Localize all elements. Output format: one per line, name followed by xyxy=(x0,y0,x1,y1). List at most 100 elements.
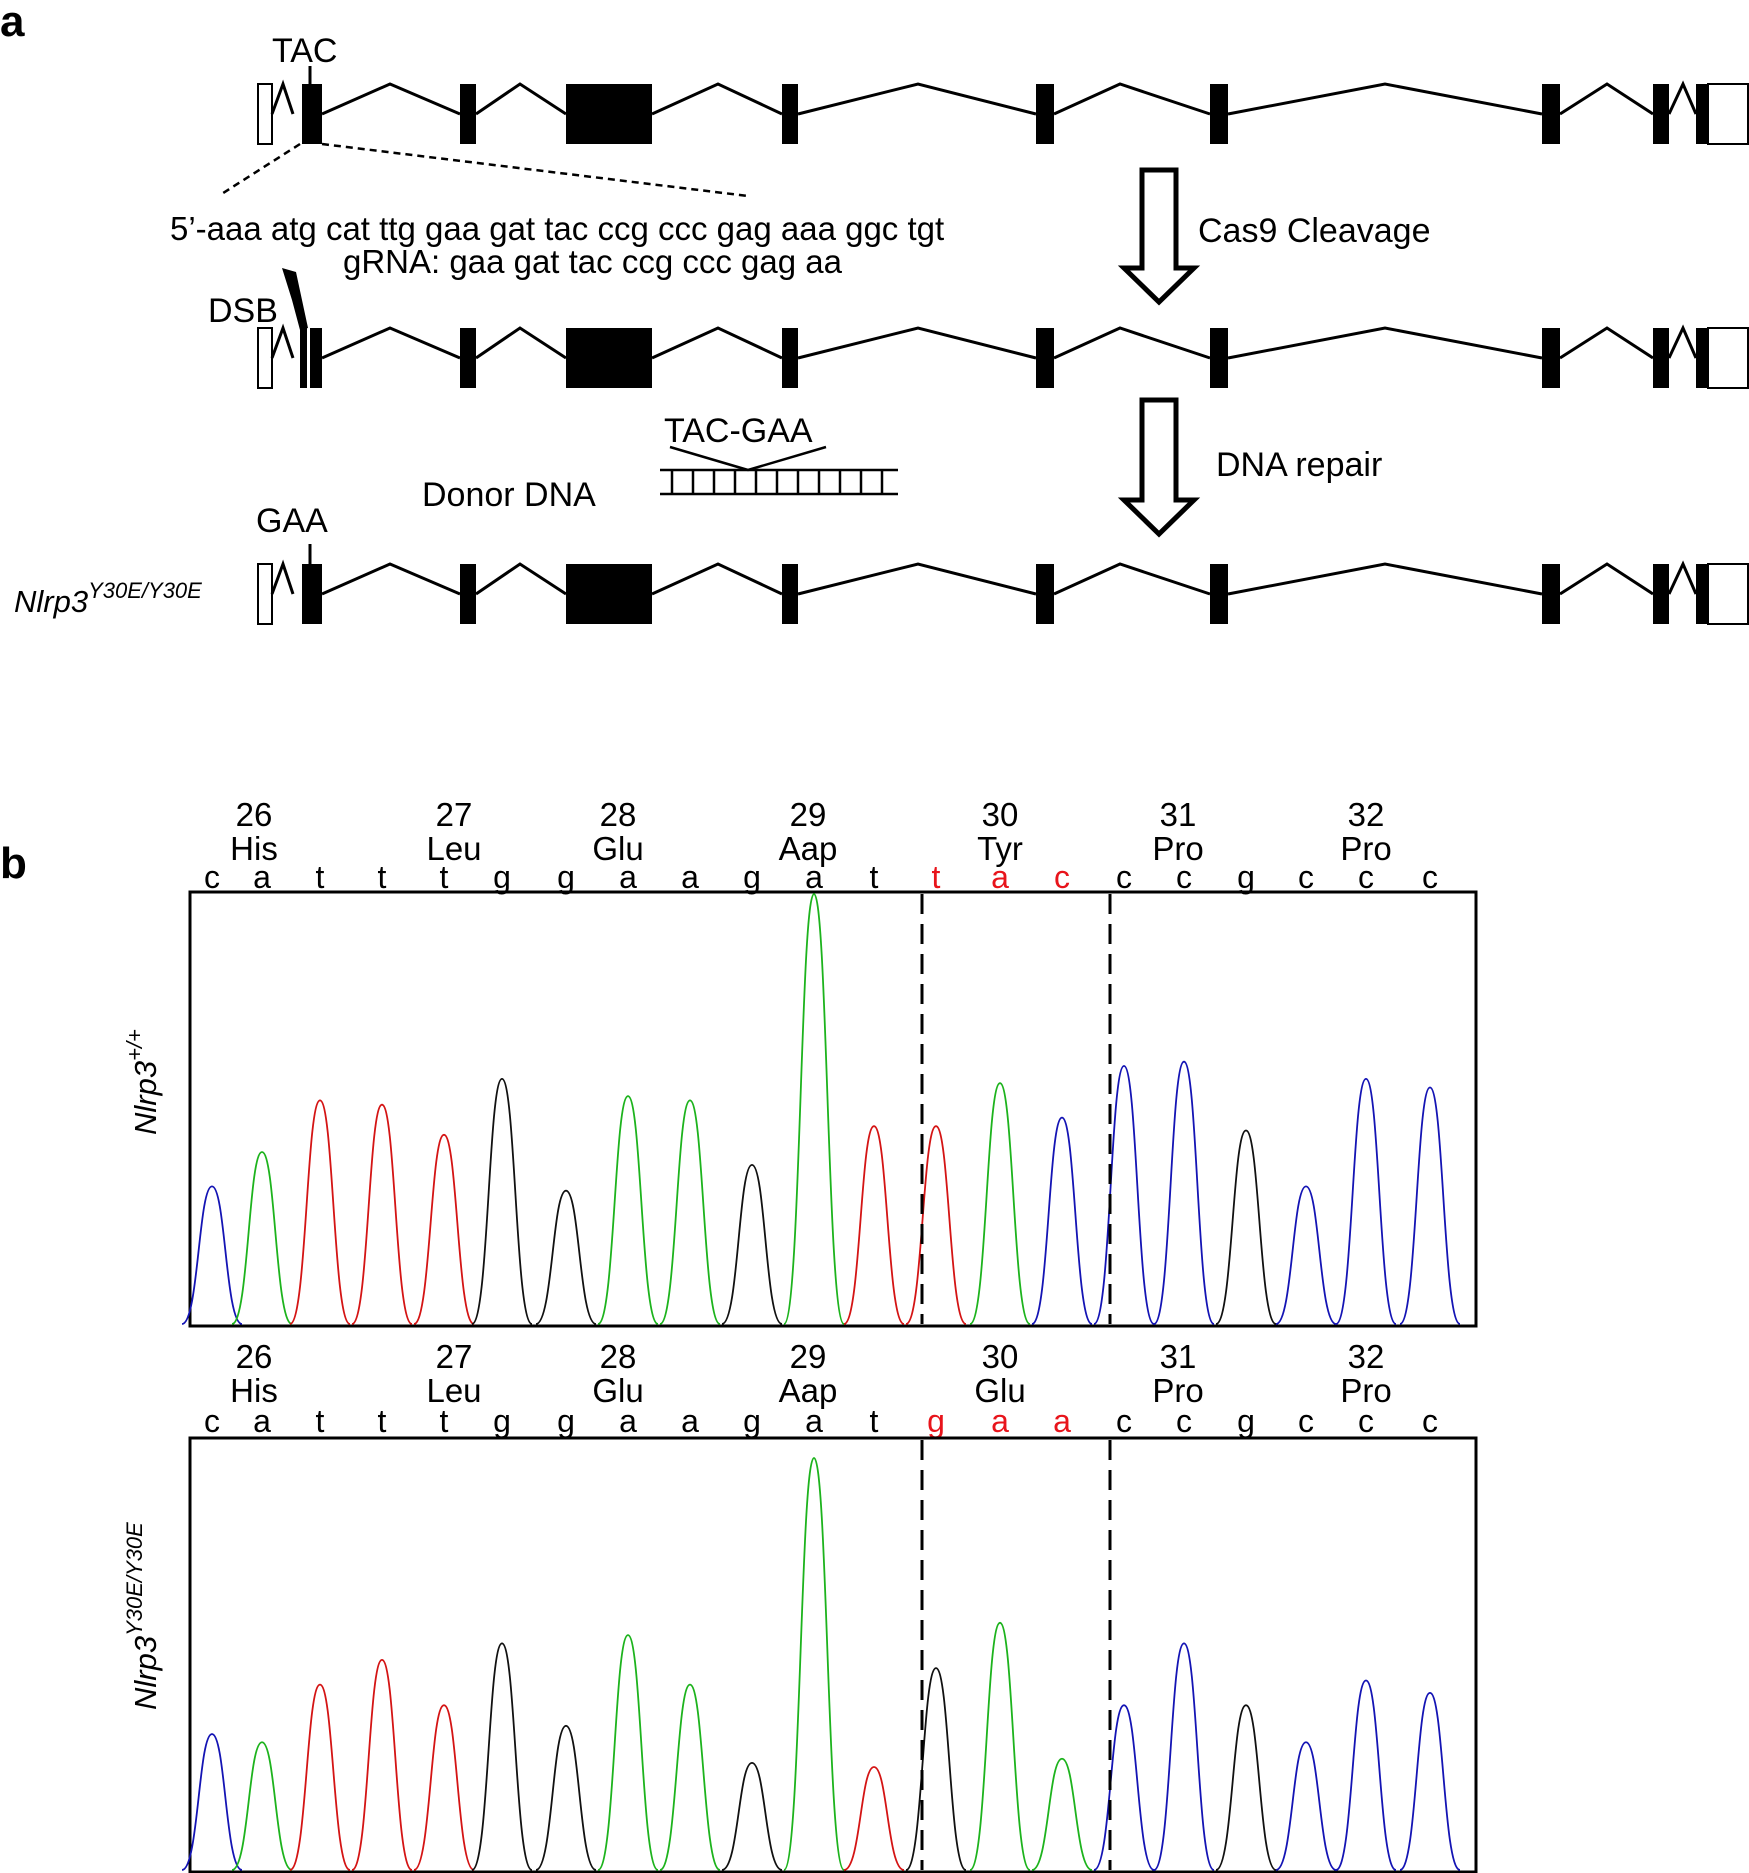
intron-line xyxy=(1053,326,1211,360)
exon-1 xyxy=(302,564,322,624)
exon-8 xyxy=(1653,328,1669,388)
codon-amino-acid: Pro xyxy=(1152,1372,1203,1409)
trace-peak-c xyxy=(1275,1185,1337,1325)
trace-peak-t xyxy=(351,1103,413,1325)
trace-peak-c xyxy=(1093,1065,1155,1325)
base-call: g xyxy=(557,1403,575,1439)
bottom-genotype-label: Nlrp3Y30E/Y30E xyxy=(122,1522,163,1710)
trace-peak-c xyxy=(1399,1086,1461,1325)
codon-amino-acid: Aap xyxy=(779,830,838,867)
base-call: g xyxy=(493,1403,511,1439)
intron-line xyxy=(321,326,461,360)
trace-peak-a xyxy=(597,1634,659,1871)
base-call: g xyxy=(1237,1403,1255,1439)
trace-peak-g xyxy=(471,1642,533,1871)
exon-6 xyxy=(1210,328,1228,388)
base-call: c xyxy=(1422,1403,1438,1439)
trace-peak-t xyxy=(289,1683,351,1871)
trace-peak-g xyxy=(1215,1704,1277,1871)
exon-1-part-a xyxy=(300,328,307,388)
base-call: c xyxy=(204,1403,220,1439)
top-chromatogram-traces xyxy=(181,893,1461,1325)
trace-peak-a xyxy=(783,893,845,1325)
codon-number: 28 xyxy=(600,796,637,833)
exon-7 xyxy=(1542,328,1560,388)
codon-number: 31 xyxy=(1160,796,1197,833)
base-call: a xyxy=(805,1403,823,1439)
exon-7 xyxy=(1542,84,1560,144)
exon-1 xyxy=(302,84,322,144)
base-call: t xyxy=(870,859,879,895)
donor-rungs xyxy=(670,470,884,494)
codon-amino-acid: Glu xyxy=(592,830,643,867)
intron-line xyxy=(651,326,783,360)
exon-3 xyxy=(566,564,652,624)
intron-line xyxy=(1227,562,1543,596)
codon-number: 27 xyxy=(436,1338,473,1375)
codon-amino-acid: Pro xyxy=(1152,830,1203,867)
exon-8 xyxy=(1653,564,1669,624)
codon-number: 26 xyxy=(236,1338,273,1375)
base-call: a xyxy=(681,1403,699,1439)
trace-peak-t xyxy=(905,1125,967,1325)
trace-peak-c xyxy=(181,1733,243,1871)
exon-3 xyxy=(566,328,652,388)
trace-peak-a xyxy=(597,1095,659,1325)
base-call: g xyxy=(557,859,575,895)
codon-amino-acid: Tyr xyxy=(977,830,1023,867)
bottom-genotype-superscript: Y30E/Y30E xyxy=(122,1522,147,1636)
exon-4 xyxy=(782,328,798,388)
intron-line xyxy=(475,326,567,360)
trace-peak-c xyxy=(1399,1691,1461,1871)
trace-peak-c xyxy=(1275,1741,1337,1871)
base-call: a xyxy=(619,859,637,895)
bottom-chromatogram-frame xyxy=(188,1436,1478,1873)
intron-line xyxy=(1559,562,1654,596)
codon-amino-acid: His xyxy=(230,830,278,867)
codon-number: 30 xyxy=(982,1338,1019,1375)
intron-line xyxy=(270,323,295,359)
codon-number: 30 xyxy=(982,796,1019,833)
exon-9 xyxy=(1696,84,1708,144)
zoom-dashed-line-left xyxy=(219,142,301,197)
base-call: c xyxy=(1116,859,1132,895)
trace-peak-t xyxy=(843,1125,905,1325)
base-call: g xyxy=(743,1403,761,1439)
trace-peak-a xyxy=(783,1457,845,1871)
base-call: t xyxy=(316,859,325,895)
exon-5 xyxy=(1036,84,1054,144)
base-call: t xyxy=(378,1403,387,1439)
intron-line xyxy=(651,562,783,596)
base-call-highlighted: a xyxy=(991,1403,1009,1439)
exon-8 xyxy=(1653,84,1669,144)
trace-peak-t xyxy=(351,1658,413,1871)
intron-line xyxy=(1667,560,1698,595)
base-call: a xyxy=(253,1403,271,1439)
base-call: c xyxy=(1176,1403,1192,1439)
intron-line xyxy=(270,79,295,115)
codon-number: 32 xyxy=(1348,1338,1385,1375)
donor-pointer-line xyxy=(669,445,749,472)
panel-a-label: a xyxy=(0,0,25,46)
intron-line xyxy=(1053,562,1211,596)
exon-6 xyxy=(1210,564,1228,624)
top-genotype-superscript: +/+ xyxy=(122,1029,147,1061)
codon-number: 31 xyxy=(1160,1338,1197,1375)
base-call: t xyxy=(316,1403,325,1439)
tac-gaa-label: TAC-GAA xyxy=(664,412,813,450)
exon-2 xyxy=(460,328,476,388)
exon-2 xyxy=(460,564,476,624)
codon-number: 27 xyxy=(436,796,473,833)
bottom-chromatogram-traces xyxy=(181,1457,1461,1871)
codon-amino-acid: Leu xyxy=(426,1372,481,1409)
utr-exon-right xyxy=(1707,563,1749,625)
exon-9 xyxy=(1696,328,1708,388)
utr-exon-right xyxy=(1707,83,1749,145)
exon-4 xyxy=(782,564,798,624)
base-call: t xyxy=(378,859,387,895)
intron-line xyxy=(1559,82,1654,116)
base-call: c xyxy=(204,859,220,895)
intron-line xyxy=(1667,324,1698,359)
base-call: c xyxy=(1422,859,1438,895)
